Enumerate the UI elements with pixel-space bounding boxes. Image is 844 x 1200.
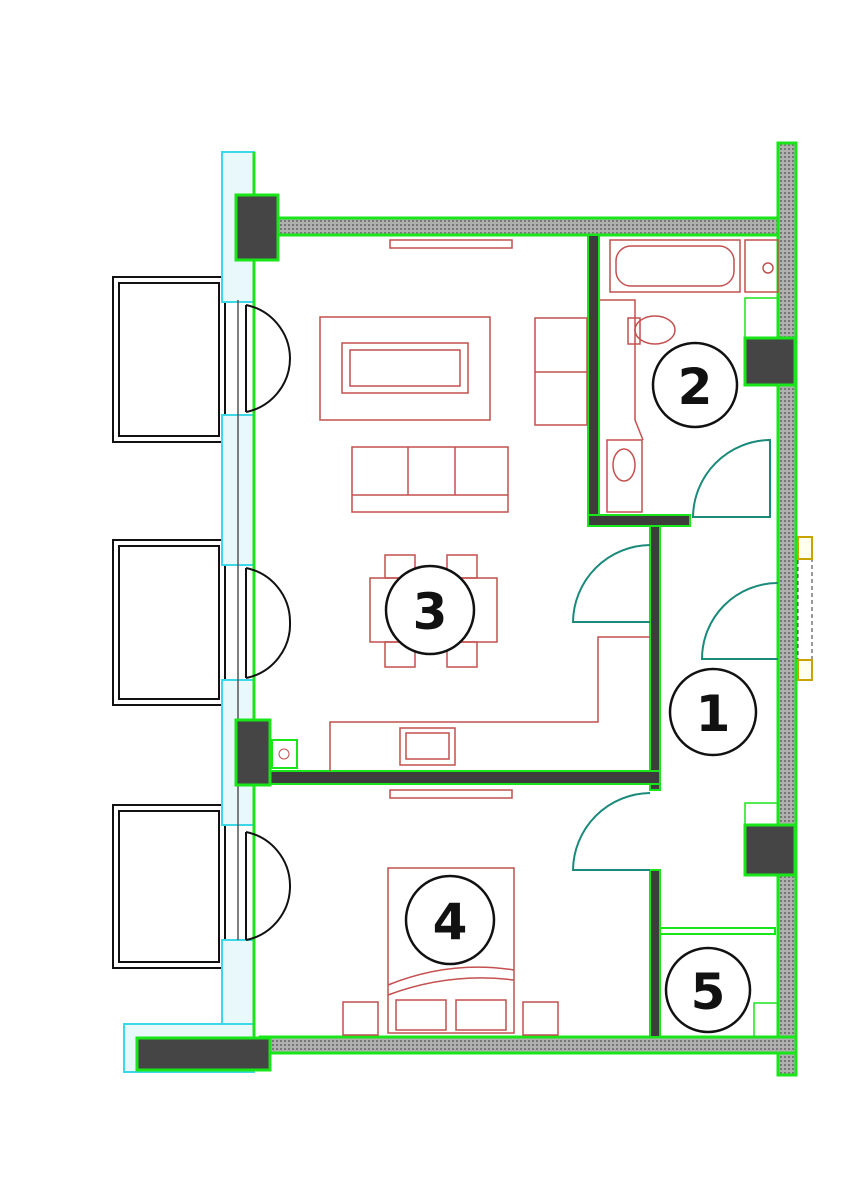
- room-number-4: 4: [433, 893, 468, 951]
- room-number-2: 2: [678, 358, 713, 416]
- room-label-1: 1: [668, 667, 758, 757]
- doors: [245, 304, 779, 941]
- room-number-1: 1: [696, 685, 731, 743]
- entrance-window: [797, 536, 813, 681]
- room-label-4: 4: [404, 874, 496, 966]
- structural-columns: [135, 193, 797, 1072]
- room-label-2: 2: [651, 341, 739, 429]
- room-label-5: 5: [664, 946, 752, 1034]
- exterior-glass-wall: [123, 151, 256, 1073]
- room-number-5: 5: [691, 963, 726, 1021]
- room-label-3: 3: [384, 564, 476, 656]
- room-number-3: 3: [413, 583, 448, 641]
- balconies: [112, 276, 226, 969]
- walls: [258, 141, 798, 1077]
